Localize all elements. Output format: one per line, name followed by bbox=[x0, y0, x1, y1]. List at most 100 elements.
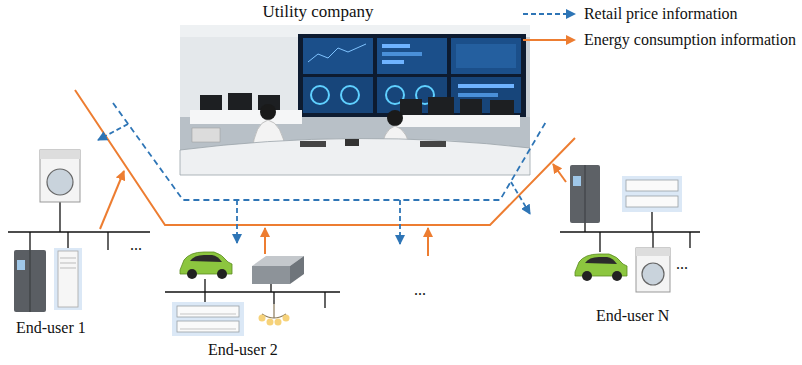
control-room-photo bbox=[428, 97, 454, 115]
user-label: End-user 1 bbox=[16, 318, 86, 338]
battery-box bbox=[252, 256, 304, 284]
lamp bbox=[259, 315, 266, 322]
bus-wire bbox=[584, 223, 585, 232]
electric-car bbox=[582, 271, 592, 281]
lamp bbox=[283, 315, 290, 322]
bus-wire bbox=[599, 232, 600, 252]
node-heading: Utility company bbox=[263, 2, 374, 22]
washing-machine bbox=[642, 263, 664, 285]
washing-machine bbox=[636, 248, 670, 256]
bus-wire bbox=[59, 202, 60, 232]
washing-machine bbox=[636, 248, 670, 292]
control-room-photo bbox=[382, 44, 410, 48]
control-room-photo bbox=[298, 34, 526, 118]
lamp bbox=[275, 319, 282, 326]
air-conditioner bbox=[172, 302, 244, 336]
legend-item: Retail price information bbox=[522, 4, 738, 24]
bus-wire bbox=[270, 284, 271, 292]
control-room-photo bbox=[260, 104, 276, 120]
air-conditioner bbox=[180, 314, 236, 315]
price-line bbox=[113, 103, 547, 200]
user-label: End-user 2 bbox=[208, 340, 278, 360]
control-room-photo bbox=[341, 86, 359, 104]
control-room-photo bbox=[490, 100, 514, 115]
price-arrow bbox=[511, 182, 530, 214]
bus-wire bbox=[324, 292, 325, 308]
electric-car bbox=[190, 255, 222, 262]
electric-car bbox=[180, 252, 232, 279]
refrigerator bbox=[570, 165, 600, 223]
bus-wire bbox=[8, 202, 150, 250]
control-room-photo bbox=[451, 38, 521, 74]
bus-wire bbox=[165, 291, 340, 292]
legend-sample bbox=[522, 33, 576, 47]
refrigerator bbox=[14, 250, 46, 312]
energy-arrow bbox=[264, 228, 266, 254]
control-room-photo bbox=[458, 84, 514, 88]
control-room-photo bbox=[458, 93, 498, 97]
refrigerator bbox=[14, 250, 46, 312]
legend-line bbox=[523, 13, 567, 15]
control-room-photo bbox=[456, 44, 516, 68]
air-conditioner bbox=[622, 176, 682, 212]
energy-arrow bbox=[427, 228, 429, 256]
photo-panel: Utility company bbox=[180, 0, 530, 175]
control-room-photo bbox=[303, 77, 373, 113]
air-conditioner bbox=[54, 248, 82, 310]
air-conditioner bbox=[60, 258, 76, 259]
air-conditioner bbox=[180, 329, 236, 330]
air-conditioner bbox=[172, 302, 244, 336]
air-conditioner bbox=[54, 248, 82, 310]
bus-wire bbox=[273, 292, 274, 304]
energy-arrow bbox=[100, 164, 566, 256]
control-room-photo bbox=[308, 44, 366, 62]
control-room-photo bbox=[382, 52, 422, 56]
legend-item: Energy consumption information bbox=[522, 30, 796, 50]
air-conditioner bbox=[60, 263, 76, 264]
lamp bbox=[259, 304, 290, 326]
air-conditioner bbox=[177, 306, 239, 317]
control-room-photo bbox=[180, 37, 298, 117]
control-room-photo bbox=[192, 128, 220, 142]
air-conditioner bbox=[622, 176, 682, 212]
control-room-photo bbox=[180, 138, 530, 175]
control-room-photo bbox=[382, 60, 404, 64]
bus-wire bbox=[560, 231, 700, 232]
bus-wire bbox=[29, 232, 30, 250]
legend-sample bbox=[522, 7, 576, 21]
price-arrow bbox=[98, 124, 530, 244]
electric-car bbox=[217, 269, 227, 279]
price-arrow bbox=[399, 200, 401, 244]
bus-wire bbox=[651, 212, 652, 232]
bus-wire bbox=[107, 232, 108, 250]
bus-wire bbox=[689, 232, 690, 248]
battery-box bbox=[252, 266, 290, 284]
bus-wire bbox=[652, 232, 653, 248]
bus-wire bbox=[67, 232, 68, 248]
ellipsis: ... bbox=[676, 254, 688, 274]
refrigerator bbox=[573, 176, 581, 186]
refrigerator bbox=[585, 165, 586, 223]
control-room-photo bbox=[387, 110, 403, 126]
battery-box bbox=[290, 256, 304, 284]
control-room-photo bbox=[377, 38, 447, 74]
arrow-head bbox=[566, 9, 576, 19]
control-room-photo bbox=[420, 141, 446, 147]
electric-car bbox=[575, 254, 627, 281]
air-conditioner bbox=[177, 321, 239, 332]
lamp bbox=[267, 319, 274, 326]
washing-machine bbox=[636, 248, 670, 292]
control-room-photo bbox=[400, 99, 422, 115]
air-conditioner bbox=[626, 196, 678, 207]
control-room-photo bbox=[303, 38, 373, 74]
air-conditioner bbox=[626, 180, 678, 191]
refrigerator bbox=[17, 260, 25, 270]
electric-car bbox=[585, 257, 617, 264]
lamp bbox=[273, 304, 274, 318]
control-room-photo bbox=[180, 25, 530, 175]
control-room-photo bbox=[300, 141, 326, 147]
